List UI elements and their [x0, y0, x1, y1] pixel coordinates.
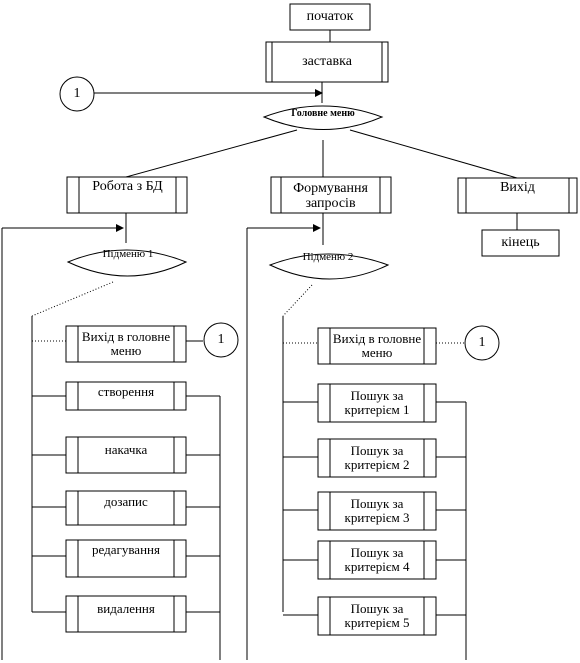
db-create-box: [65, 381, 187, 411]
connector-left: [203, 322, 239, 358]
queries-box: [270, 176, 392, 214]
submenu1-shape: [66, 249, 188, 277]
q-c4-box: [317, 540, 437, 580]
db-delete-box: [65, 595, 187, 633]
db-pump-box: [65, 436, 187, 474]
start-box: [289, 3, 371, 31]
splash-box: [265, 41, 389, 83]
q-c3-box: [317, 491, 437, 531]
exit-box: [457, 177, 578, 214]
q-c5-box: [317, 596, 437, 636]
end-box: [481, 229, 560, 257]
db-back-box: [65, 325, 187, 363]
main-menu-shape: [262, 105, 384, 130]
q-c2-box: [317, 438, 437, 478]
submenu2-shape: [268, 253, 390, 280]
connector-right: [464, 325, 500, 361]
db-work-box: [66, 176, 188, 214]
db-edit-box: [65, 539, 187, 578]
db-append-box: [65, 490, 187, 526]
connector-top: [59, 76, 95, 112]
q-back-box: [317, 327, 437, 365]
q-c1-box: [317, 383, 437, 423]
